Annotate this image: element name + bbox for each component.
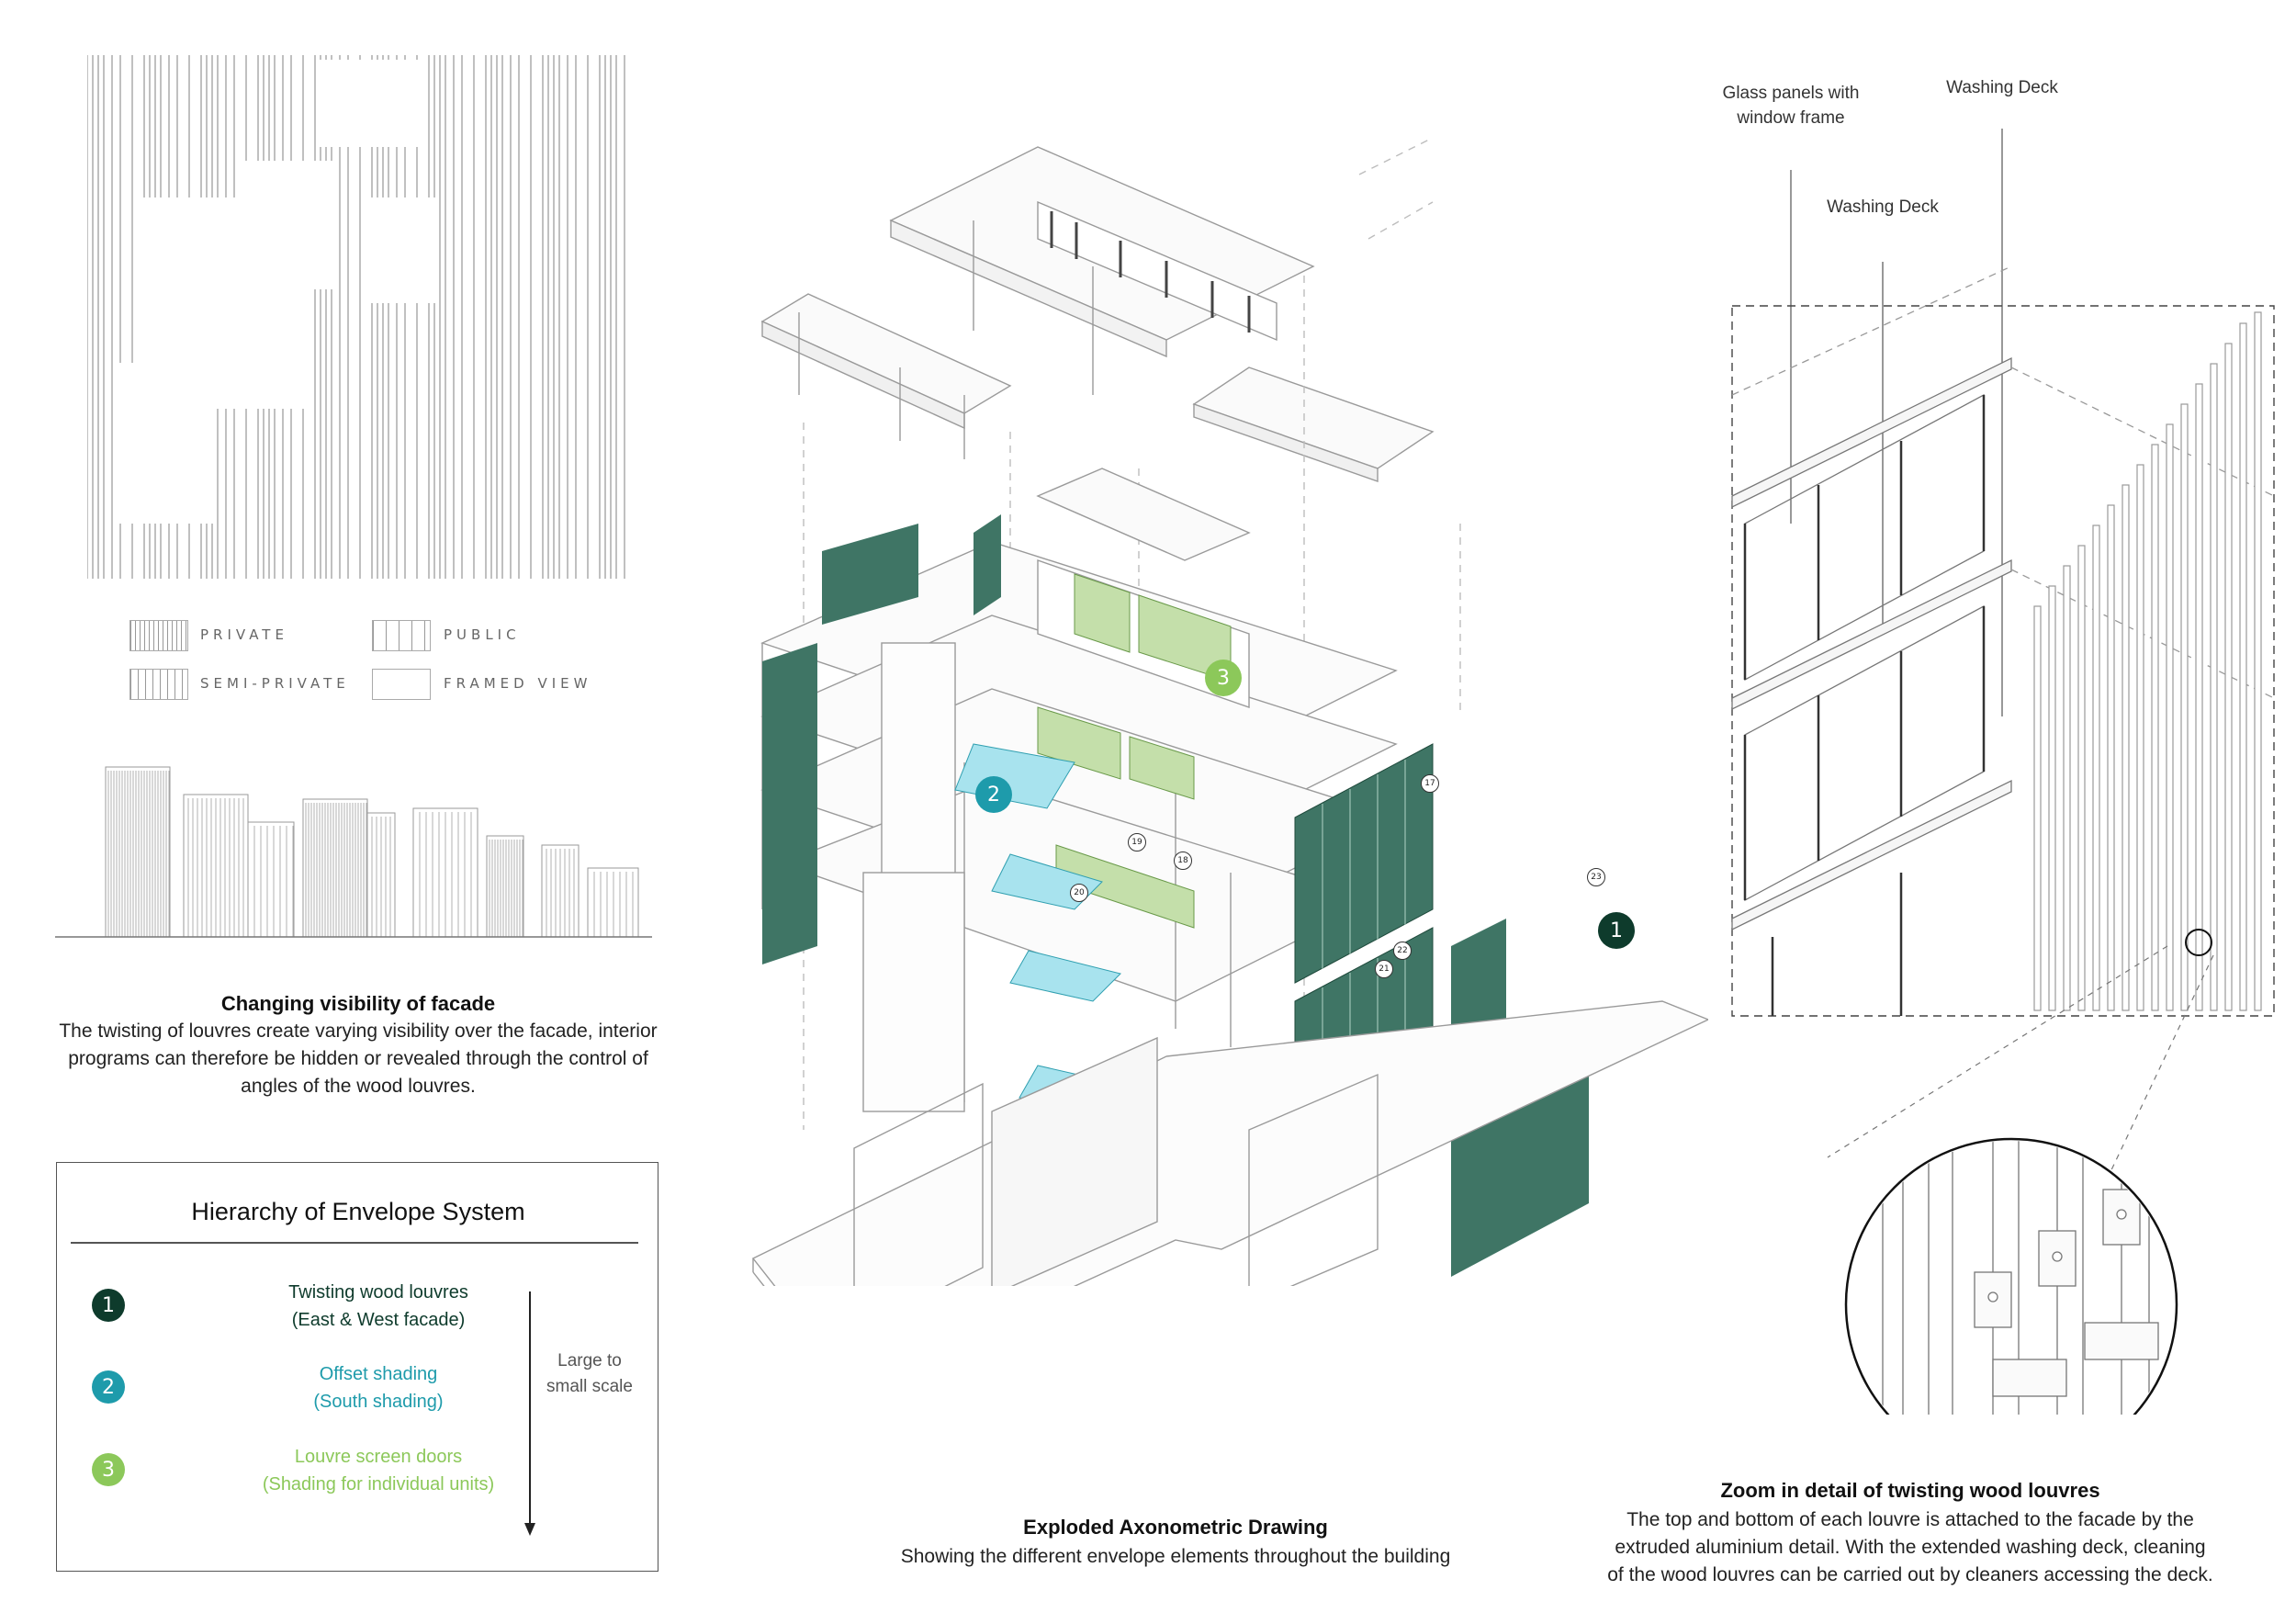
detail-louvre bbox=[2166, 423, 2174, 1011]
legend-label-semi-private: SEMI-PRIVATE bbox=[200, 675, 350, 692]
hierarchy-title: Hierarchy of Envelope System bbox=[191, 1198, 525, 1225]
detail-louvre bbox=[2151, 444, 2159, 1011]
hierarchy-badge-3: 3 bbox=[92, 1453, 125, 1486]
legend-swatch-private bbox=[129, 620, 188, 651]
axo-caption-title: Exploded Axonometric Drawing bbox=[1023, 1516, 1328, 1539]
label-washing-deck-top: Washing Deck bbox=[1946, 78, 2058, 97]
axo-tag-19: 19 bbox=[1128, 833, 1146, 851]
detail-louvre bbox=[2092, 524, 2100, 1011]
legend-swatch-framed-view bbox=[372, 669, 431, 700]
hierarchy-item-3-line2: (Shading for individual units) bbox=[262, 1474, 495, 1494]
hierarchy-item-1: Twisting wood louvres (East & West facad… bbox=[204, 1279, 553, 1334]
detail-caption-title: Zoom in detail of twisting wood louvres bbox=[1720, 1479, 2100, 1502]
axo-tag-22: 22 bbox=[1393, 942, 1412, 960]
axo-tag-17: 17 bbox=[1421, 774, 1439, 793]
hierarchy-divider bbox=[71, 1242, 638, 1244]
legend-label-private: PRIVATE bbox=[200, 626, 288, 643]
detail-louvre bbox=[2122, 484, 2130, 1011]
hierarchy-item-1-line1: Twisting wood louvres bbox=[288, 1282, 468, 1303]
hierarchy-scale-note: Large to small scale bbox=[521, 1348, 658, 1400]
detail-louvre bbox=[2224, 343, 2233, 1011]
legend-swatch-public bbox=[372, 620, 431, 651]
detail-louvre bbox=[2107, 504, 2115, 1011]
detail-louvre bbox=[2136, 464, 2144, 1011]
axo-tag-23: 23 bbox=[1587, 868, 1605, 886]
legend-label-public: PUBLIC bbox=[444, 626, 521, 643]
detail-louvre bbox=[2063, 565, 2071, 1011]
legend-swatch-semi-private bbox=[129, 669, 188, 700]
detail-louvre bbox=[2195, 383, 2203, 1011]
facade-caption-body: The twisting of louvres create varying v… bbox=[37, 1018, 680, 1100]
facade-caption-line: The twisting of louvres create varying v… bbox=[59, 1021, 658, 1042]
detail-caption-line: extruded aluminium detail. With the exte… bbox=[1615, 1537, 2206, 1558]
hierarchy-item-3-line1: Louvre screen doors bbox=[294, 1447, 463, 1467]
legend-label-framed-view: FRAMED VIEW bbox=[444, 675, 592, 692]
facade-caption-line: programs can therefore be hidden or reve… bbox=[68, 1048, 648, 1069]
louvre-detail-drawing bbox=[1731, 129, 2275, 1415]
facade-elevation-strip bbox=[55, 766, 652, 938]
hierarchy-badge-1: 1 bbox=[92, 1289, 125, 1322]
hierarchy-box: Hierarchy of Envelope System 1 Twisting … bbox=[56, 1162, 658, 1572]
axo-badge-2: 2 bbox=[975, 776, 1012, 813]
hierarchy-item-2-line2: (South shading) bbox=[313, 1392, 444, 1412]
axo-tag-18: 18 bbox=[1174, 851, 1192, 870]
detail-louvre bbox=[2180, 403, 2189, 1011]
label-washing-deck-mid: Washing Deck bbox=[1827, 197, 1939, 217]
exploded-axonometric-drawing bbox=[751, 137, 1708, 1286]
detail-caption-line: The top and bottom of each louvre is att… bbox=[1626, 1509, 2194, 1530]
axo-tag-20: 20 bbox=[1070, 884, 1088, 902]
label-glass-line1: Glass panels with bbox=[1722, 84, 1860, 103]
scale-arrow-icon bbox=[524, 1291, 535, 1536]
facade-caption-line: angles of the wood louvres. bbox=[241, 1076, 476, 1097]
scale-note-line2: small scale bbox=[546, 1377, 633, 1396]
louvre-facade-pattern bbox=[87, 55, 625, 579]
detail-caption-line: of the wood louvres can be carried out b… bbox=[1607, 1564, 2213, 1585]
axo-tag-21: 21 bbox=[1375, 960, 1393, 978]
detail-louvre bbox=[2239, 322, 2247, 1011]
axo-badge-1: 1 bbox=[1598, 912, 1635, 949]
facade-caption-title: Changing visibility of facade bbox=[220, 992, 496, 1015]
detail-louvre bbox=[2210, 363, 2218, 1011]
detail-louvre bbox=[2254, 311, 2262, 1011]
hierarchy-item-1-line2: (East & West facade) bbox=[291, 1310, 466, 1330]
label-glass-panels: Glass panels with window frame bbox=[1699, 81, 1883, 130]
hierarchy-item-2-line1: Offset shading bbox=[319, 1364, 438, 1384]
scale-note-line1: Large to bbox=[557, 1351, 622, 1370]
hierarchy-item-3: Louvre screen doors (Shading for individ… bbox=[204, 1443, 553, 1498]
hierarchy-badge-2: 2 bbox=[92, 1370, 125, 1404]
label-glass-line2: window frame bbox=[1737, 108, 1845, 128]
axo-badge-3: 3 bbox=[1205, 660, 1242, 696]
detail-louvre bbox=[2048, 585, 2056, 1011]
detail-louvre bbox=[2077, 545, 2086, 1011]
detail-louvre bbox=[2033, 605, 2042, 1011]
detail-caption-body: The top and bottom of each louvre is att… bbox=[1561, 1506, 2259, 1589]
axo-caption-subtitle: Showing the different envelope elements … bbox=[900, 1546, 1451, 1567]
hierarchy-item-2: Offset shading (South shading) bbox=[204, 1360, 553, 1415]
